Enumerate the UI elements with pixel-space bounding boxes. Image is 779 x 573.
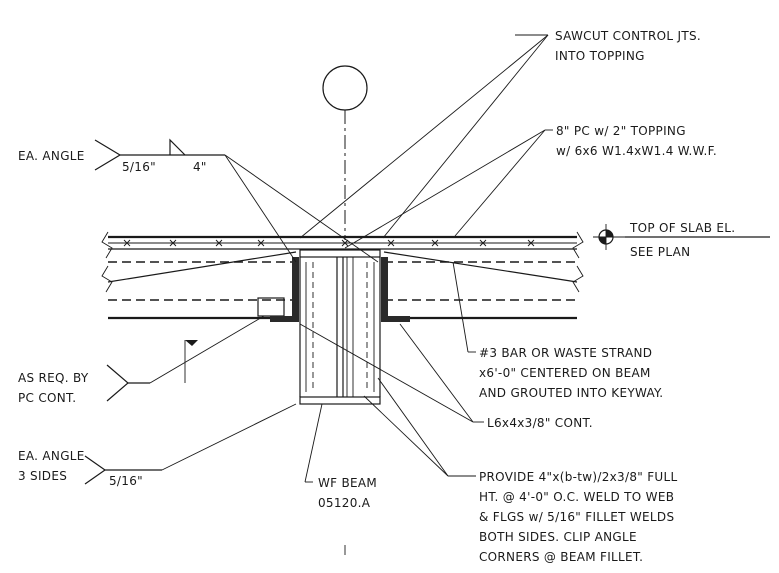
sawcut-note-line2: INTO TOPPING: [555, 49, 645, 63]
angle-leaders: [299, 323, 484, 423]
beam-leader: [304, 403, 323, 483]
weld-top-length: 4": [193, 160, 207, 174]
sawcut-leaders: [299, 34, 549, 239]
bar-leader: [452, 261, 476, 353]
wwf-marks: [123, 239, 535, 247]
provide-note-line1: PROVIDE 4"x(b-tw)/2x3/8" FULL: [479, 470, 677, 484]
beam-note-line1: WF BEAM: [318, 476, 377, 490]
pc-note-line1: 8" PC w/ 2" TOPPING: [556, 124, 686, 138]
angle-right: [381, 257, 410, 322]
provide-note-line2: HT. @ 4'-0" O.C. WELD TO WEB: [479, 490, 674, 504]
top-of-slab-symbol: [593, 224, 770, 250]
weld-symbol-bottom: [84, 403, 297, 485]
top-of-slab-label: TOP OF SLAB EL.: [629, 221, 735, 235]
weld-bottom-ref1: EA. ANGLE: [18, 449, 85, 463]
pc-leaders: [344, 129, 553, 249]
provide-leaders: [363, 377, 476, 477]
provide-note-line3: & FLGS w/ 5/16" FILLET WELDS: [479, 510, 674, 524]
sawcut-note-line1: SAWCUT CONTROL JTS.: [555, 29, 701, 43]
as-req-symbol: [106, 315, 265, 402]
bar-note-line2: x6'-0" CENTERED ON BEAM: [479, 366, 651, 380]
weld-top-ref: EA. ANGLE: [18, 149, 85, 163]
pc-note-line2: w/ 6x6 W1.4xW1.4 W.W.F.: [556, 144, 717, 158]
weld-bottom-size: 5/16": [109, 474, 143, 488]
section-marker: [322, 65, 368, 555]
angle-left: [270, 257, 299, 322]
angle-cont-note: L6x4x3/8" CONT.: [487, 416, 593, 430]
as-req-line1: AS REQ. BY: [18, 371, 89, 385]
bar-note-line1: #3 BAR OR WASTE STRAND: [479, 346, 652, 360]
beam-note-line2: 05120.A: [318, 496, 371, 510]
weld-bottom-ref2: 3 SIDES: [18, 469, 67, 483]
provide-note-line4: BOTH SIDES. CLIP ANGLE: [479, 530, 637, 544]
wf-beam: [299, 249, 381, 405]
provide-note-line5: CORNERS @ BEAM FILLET.: [479, 550, 643, 564]
bar-note-line3: AND GROUTED INTO KEYWAY.: [479, 386, 663, 400]
see-plan-label: SEE PLAN: [630, 245, 690, 259]
as-req-line2: PC CONT.: [18, 391, 76, 405]
weld-symbol-top: [94, 138, 379, 263]
weld-top-size: 5/16": [122, 160, 156, 174]
